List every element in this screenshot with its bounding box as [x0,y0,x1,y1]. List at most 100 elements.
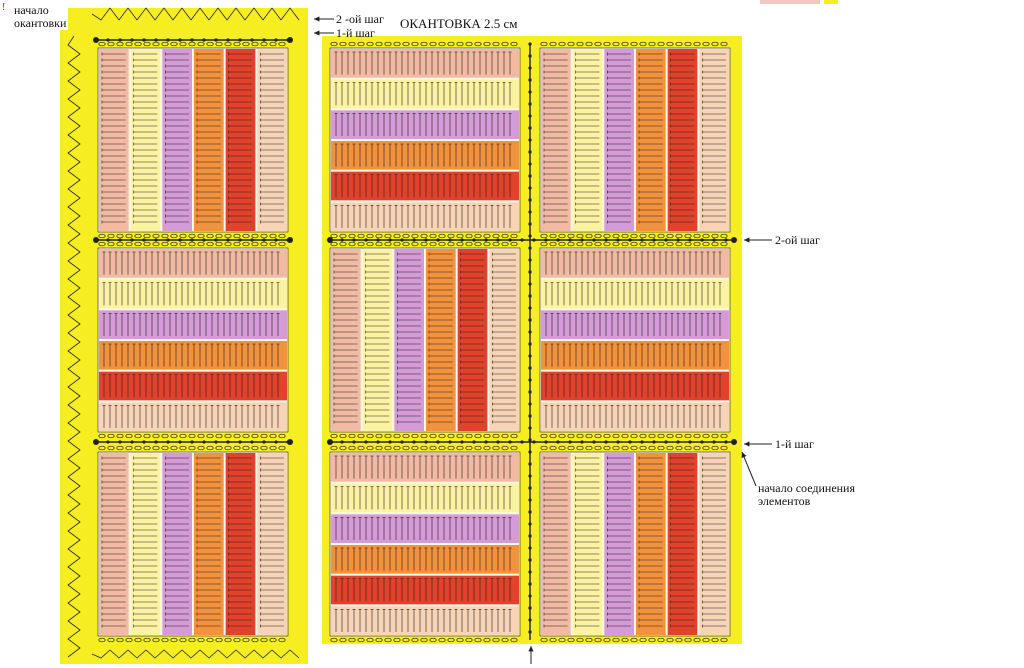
join-stitch [528,558,532,562]
label-step2-right: 2-ой шаг [775,233,820,247]
join-stitch [528,270,532,274]
chain-stitch [501,445,509,451]
join-stitch [364,238,368,242]
chain-stitch [438,445,446,451]
join-stitch [388,440,392,444]
join-stitch [262,238,266,242]
chain-stitch [215,445,223,451]
join-stitch [274,238,278,242]
chain-stitch [339,637,347,643]
chain-stitch [188,233,196,239]
chain-stitch [170,445,178,451]
chain-stitch [330,41,338,47]
chain-stitch [540,241,548,247]
chain-stitch [339,445,347,451]
chain-stitch [242,241,250,247]
chain-stitch [339,433,347,439]
square-base [329,247,521,433]
chain-stitch [330,445,338,451]
chain-stitch [134,233,142,239]
chain-stitch [206,233,214,239]
stripe-orange [194,453,224,635]
chain-stitch [639,433,647,439]
chain-stitch [188,433,196,439]
join-stitch [532,440,536,444]
join-stitch [528,510,532,514]
chain-stitch [621,445,629,451]
chain-stitch [348,41,356,47]
join-stitch [528,570,532,574]
chain-stitch [152,41,160,47]
chain-stitch [474,241,482,247]
chain-stitch [197,233,205,239]
chain-stitch [170,637,178,643]
arrow-head [744,441,750,447]
stripe-red [457,249,488,431]
chain-stitch [411,445,419,451]
chain-stitch [702,637,710,643]
chain-stitch [585,445,593,451]
join-stitch [436,238,440,242]
join-stitch [352,238,356,242]
chain-stitch [260,233,268,239]
chain-stitch [585,637,593,643]
stripe-peach [541,402,729,431]
join-stitch [640,238,644,242]
join-stitch [178,238,182,242]
chain-stitch [648,637,656,643]
stripe-orange [99,341,287,370]
chain-stitch [197,445,205,451]
chain-stitch [492,433,500,439]
chain-stitch [278,445,286,451]
chain-stitch [549,445,557,451]
stripe-orange [426,249,456,431]
join-stitch [528,594,532,598]
chain-stitch [558,241,566,247]
chain-stitch [456,445,464,451]
chain-stitch [648,41,656,47]
chain-stitch [420,445,428,451]
chain-stitch [251,637,259,643]
chain-stitch [161,233,169,239]
chain-stitch [474,41,482,47]
join-stitch [528,246,532,250]
join-stitch [700,238,704,242]
chain-stitch [567,241,575,247]
chain-stitch [447,433,455,439]
square-base [539,451,731,637]
chain-stitch [684,433,692,439]
chain-stitch [558,445,566,451]
chain-stitch [402,41,410,47]
chain-stitch [438,233,446,239]
chain-stitch [330,233,338,239]
join-start-dot [93,439,99,445]
join-stitch [130,38,134,42]
chain-stitch [152,433,160,439]
chain-stitch [233,433,241,439]
join-stitch [142,38,146,42]
square-base [97,47,289,233]
chain-stitch [429,41,437,47]
join-stitch [528,174,532,178]
chain-stitch [501,233,509,239]
chain-stitch [540,445,548,451]
chain-stitch [366,433,374,439]
join-stitch [604,440,608,444]
chain-stitch [357,41,365,47]
join-stitch [528,306,532,310]
join-stitch [202,38,206,42]
chain-stitch [720,233,728,239]
chain-stitch [125,241,133,247]
chain-stitch [711,233,719,239]
chain-stitch [510,41,518,47]
chain-stitch [438,637,446,643]
join-stitch [528,54,532,58]
chain-stitch [233,41,241,47]
right-join-column [528,42,532,640]
chain-stitch [639,41,647,47]
join-stitch [250,238,254,242]
chain-stitch [594,637,602,643]
chain-stitch [366,445,374,451]
chain-stitch [278,233,286,239]
chain-stitch [675,41,683,47]
